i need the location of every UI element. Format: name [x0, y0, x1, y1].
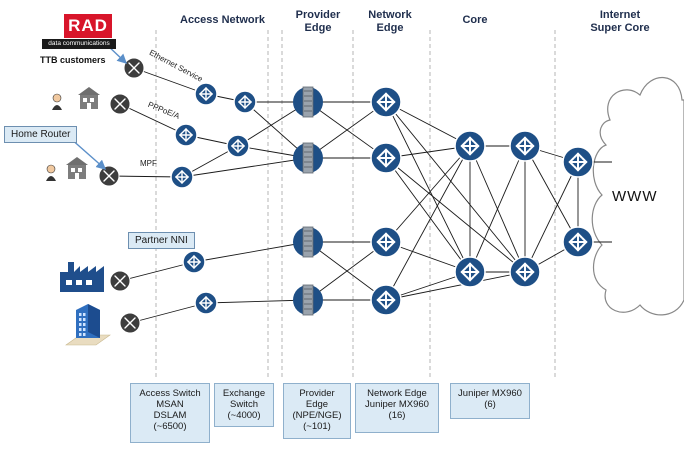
link-ne4-co4 — [385, 271, 526, 301]
router-co4-icon — [509, 256, 541, 288]
router-acc1-icon — [194, 82, 218, 106]
link-grey2-acc2 — [119, 103, 187, 136]
router-acc3-icon — [170, 165, 194, 189]
router-ne1-icon — [370, 86, 402, 118]
customer-house-2-icon — [66, 157, 88, 179]
router-co3-icon — [454, 256, 486, 288]
link-ne1-co3 — [385, 101, 471, 273]
provider-edge-pe1-icon — [293, 86, 323, 118]
router-in1-icon — [562, 146, 594, 178]
router-co1-icon — [454, 130, 486, 162]
footer-box-juniper-core: Juniper MX960 (6) — [450, 383, 530, 419]
partner-nni-callout: Partner NNI — [128, 232, 195, 249]
link-ne2-co3 — [385, 157, 471, 273]
link-ne3-co1 — [385, 145, 471, 243]
www-label: WWW — [612, 188, 658, 205]
mpf-label: MPF — [140, 159, 157, 168]
column-header-network-edge: Network Edge — [368, 9, 412, 34]
router-ex2-icon — [226, 134, 250, 158]
footer-box-exchange-switch: Exchange Switch (~4000) — [214, 383, 274, 427]
router-acc2-icon — [174, 123, 198, 147]
customer-node-grey3-icon — [98, 165, 120, 187]
router-acc4-icon — [182, 250, 206, 274]
rad-logo: RAD — [64, 14, 112, 38]
column-header-provider-edge: Provider Edge — [295, 9, 341, 34]
home-router-callout-arrow — [69, 137, 107, 170]
link-pe2-ne1 — [307, 101, 387, 159]
link-pe4-ne3 — [307, 241, 387, 301]
router-acc5-icon — [194, 291, 218, 315]
router-ne2-icon — [370, 142, 402, 174]
internet-cloud — [591, 77, 684, 316]
factory-icon — [60, 262, 104, 292]
footer-box-access-switch: Access Switch MSAN DSLAM (~6500) — [130, 383, 210, 443]
link-co4-in1 — [524, 161, 579, 273]
provider-edge-pe3-icon — [293, 226, 323, 258]
link-ne2-co4 — [385, 157, 526, 273]
column-header-internet-super-core: Internet Super Core — [590, 9, 650, 34]
home-router-callout: Home Router — [4, 126, 78, 143]
link-ne1-co1 — [385, 101, 471, 147]
footer-box-provider-edge: Provider Edge (NPE/NGE) (~101) — [283, 383, 351, 439]
link-ne1-co4 — [385, 101, 526, 273]
router-ne4-icon — [370, 284, 402, 316]
router-co2-icon — [509, 130, 541, 162]
rad-logo-subtitle: data communications — [42, 39, 116, 49]
provider-edge-pe4-icon — [293, 284, 323, 316]
customer-node-grey5-icon — [119, 312, 141, 334]
link-grey1-acc1 — [133, 67, 207, 95]
link-co2-in2 — [524, 145, 579, 243]
router-in2-icon — [562, 226, 594, 258]
customer-person-1-icon — [52, 93, 62, 110]
router-ne3-icon — [370, 226, 402, 258]
router-ex1-icon — [233, 90, 257, 114]
footer-box-network-edge: Network Edge Juniper MX960 (16) — [355, 383, 439, 433]
customer-node-grey2-icon — [109, 93, 131, 115]
link-ne4-co1 — [385, 145, 471, 301]
link-co2-co3 — [469, 145, 526, 273]
ttb-customers-label: TTB customers — [40, 55, 106, 65]
column-header-core: Core — [462, 14, 488, 26]
link-grey4-acc4 — [119, 261, 195, 282]
customer-node-grey1-icon — [123, 57, 145, 79]
customer-person-2-icon — [46, 164, 56, 181]
column-header-access-network: Access Network — [180, 14, 265, 26]
link-acc3-pe2 — [181, 157, 309, 178]
link-acc4-pe3 — [193, 241, 309, 263]
provider-edge-pe2-icon — [293, 142, 323, 174]
link-grey5-acc5 — [129, 302, 207, 324]
customer-node-grey4-icon — [109, 270, 131, 292]
link-grey3-acc3 — [108, 175, 183, 178]
office-building-icon — [65, 304, 111, 346]
link-acc5-pe4 — [205, 299, 309, 304]
customer-house-1-icon — [78, 87, 100, 109]
